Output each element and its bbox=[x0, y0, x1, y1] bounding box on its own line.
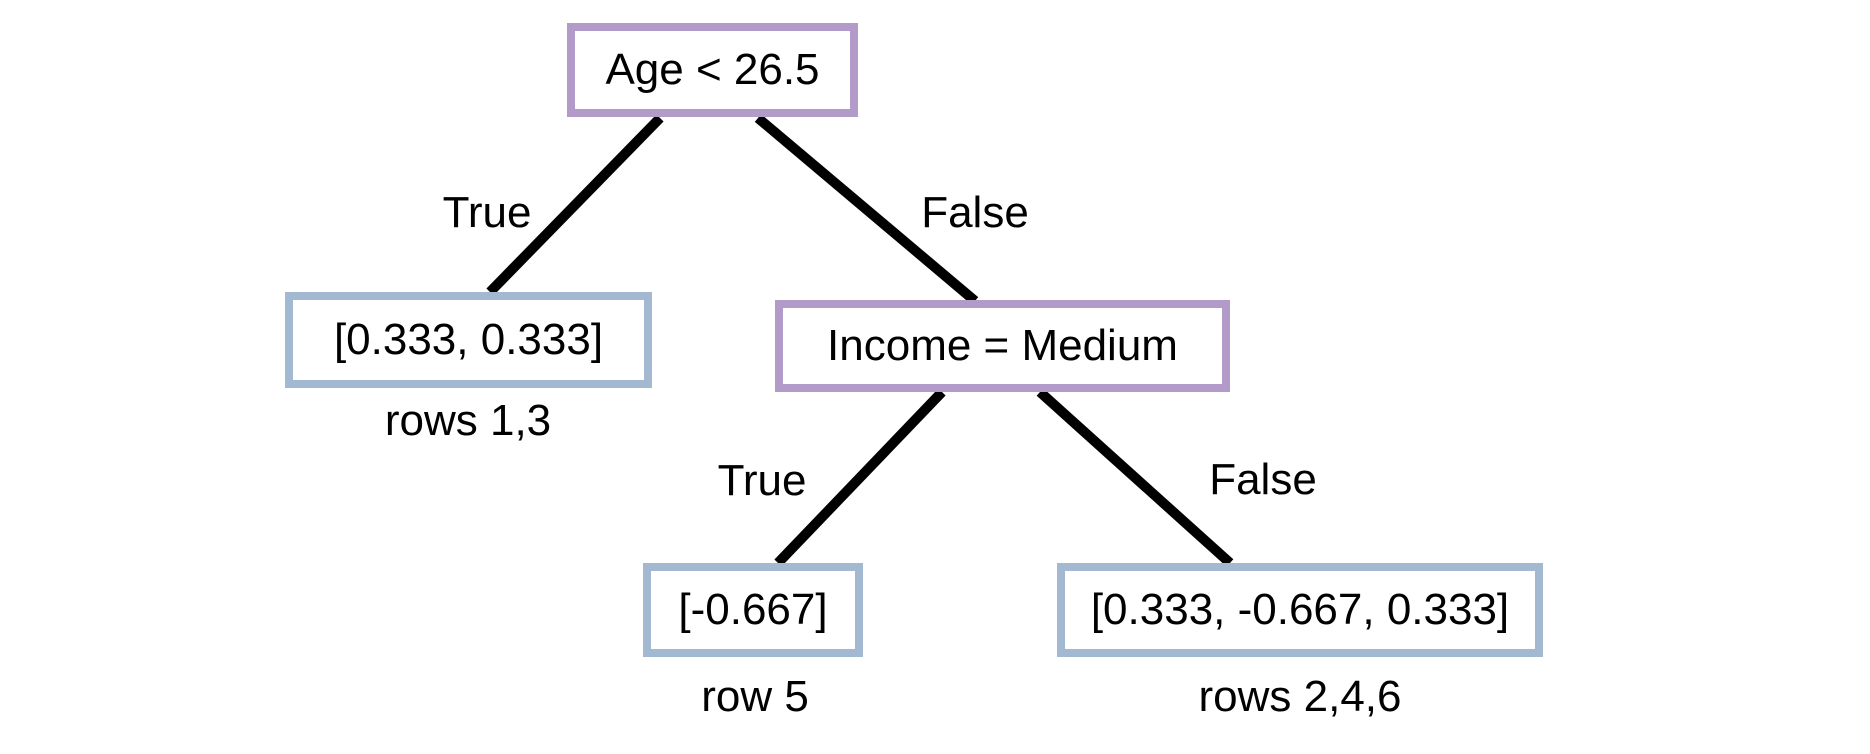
tree-node-leaf-values-middle: [-0.667] bbox=[643, 563, 863, 657]
tree-node-root-condition: Age < 26.5 bbox=[567, 23, 858, 117]
tree-node-leaf-values-right: [0.333, -0.667, 0.333] bbox=[1057, 563, 1543, 657]
edge-root-false-line bbox=[754, 114, 979, 305]
leaf-caption-rows-left: rows 1,3 bbox=[384, 396, 552, 445]
tree-node-leaf-values-left: [0.333, 0.333] bbox=[285, 292, 652, 388]
edge-label-root-false: False bbox=[921, 188, 1029, 237]
edge-income-false-line bbox=[1036, 388, 1234, 567]
tree-node-income-condition: Income = Medium bbox=[775, 300, 1230, 392]
leaf-caption-rows-right: rows 2,4,6 bbox=[1198, 672, 1402, 721]
edge-label-income-true: True bbox=[717, 456, 807, 505]
edge-income-true-line bbox=[774, 388, 946, 567]
edge-root-true-line bbox=[486, 114, 664, 296]
leaf-caption-row-middle: row 5 bbox=[701, 672, 809, 721]
edge-label-root-true: True bbox=[442, 188, 532, 237]
edge-label-income-false: False bbox=[1209, 455, 1317, 504]
